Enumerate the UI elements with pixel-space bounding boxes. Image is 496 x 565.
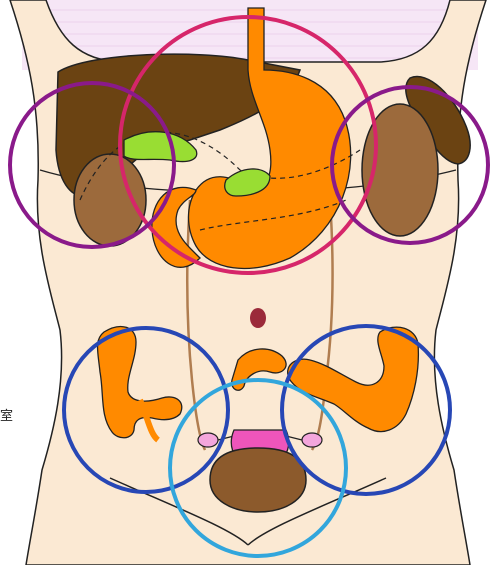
ovary-right	[302, 433, 322, 447]
ovary-left	[198, 433, 218, 447]
bladder	[210, 448, 306, 512]
edge-label-text: 室	[0, 410, 13, 423]
kidney-left	[74, 154, 146, 246]
navel	[250, 308, 266, 328]
